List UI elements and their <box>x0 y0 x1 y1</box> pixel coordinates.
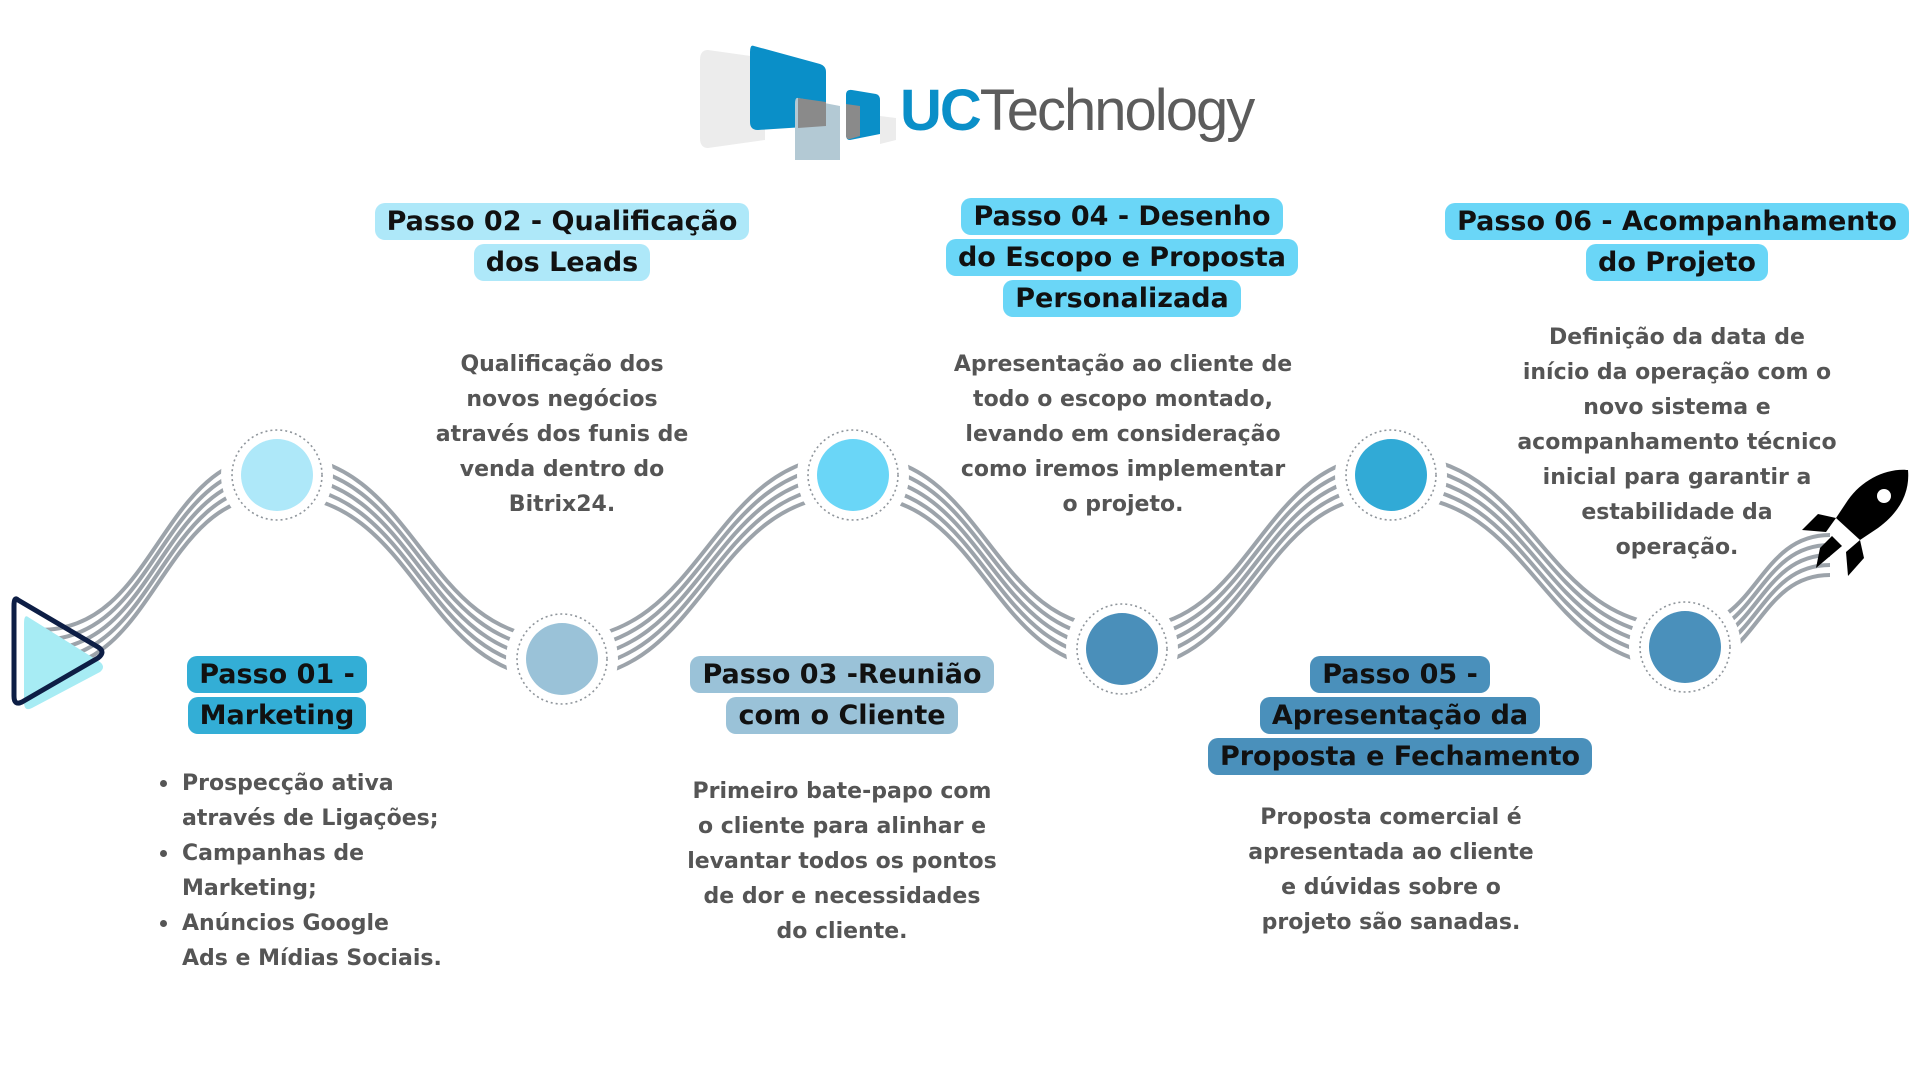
description-line: como iremos implementar <box>960 457 1286 482</box>
bullet-line: Marketing; <box>182 876 317 901</box>
step-2-title: Passo 02 - Qualificação dos Leads <box>362 201 762 283</box>
timeline-node <box>797 419 909 531</box>
step-5-title: Passo 05 - Apresentação da Proposta e Fe… <box>1180 654 1620 777</box>
step-3-title-line: com o Cliente <box>726 697 958 734</box>
description-line: estabilidade da <box>1581 500 1773 525</box>
description-line: o projeto. <box>1062 492 1184 517</box>
description-line: o cliente para alinhar e <box>697 814 987 839</box>
description-line: através dos funis de <box>435 422 689 447</box>
rocket-icon <box>1802 469 1909 576</box>
description-line: venda dentro do <box>459 457 665 482</box>
timeline-node <box>1066 593 1178 705</box>
description-line: acompanhamento técnico <box>1517 430 1837 455</box>
description-line: levando em consideração <box>965 422 1281 447</box>
step-4-title: Passo 04 - Desenho do Escopo e Proposta … <box>922 196 1322 319</box>
timeline-node <box>506 603 618 715</box>
description-line: inicial para garantir a <box>1542 465 1812 490</box>
description-line: novos negócios <box>466 387 658 412</box>
bullet-line: Campanhas de <box>182 841 365 866</box>
timeline-node <box>1335 419 1447 531</box>
timeline-node <box>1629 591 1741 703</box>
step-1-title: Passo 01 - Marketing <box>177 654 377 736</box>
description-line: novo sistema e <box>1583 395 1771 420</box>
description-line: Qualificação dos <box>460 352 664 377</box>
description-line: apresentada ao cliente <box>1248 840 1534 865</box>
step-3-title-line: Passo 03 -Reunião <box>690 656 994 693</box>
step-6-title-line: do Projeto <box>1586 244 1768 281</box>
description-line: Primeiro bate-papo com <box>692 779 992 804</box>
timeline-node <box>221 419 333 531</box>
step-5-title-line: Passo 05 - <box>1310 656 1490 693</box>
description-line: e dúvidas sobre o <box>1281 875 1501 900</box>
bullet-line: Prospecção ativa <box>182 771 394 796</box>
step-4-title-line: Personalizada <box>1003 280 1241 317</box>
bullet-item: Prospecção ativa através de Ligações; <box>160 766 442 836</box>
step-4-description: Apresentação ao cliente de todo o escopo … <box>943 347 1303 522</box>
bullet-line: através de Ligações; <box>182 806 439 831</box>
step-6-title-line: Passo 06 - Acompanhamento <box>1445 203 1909 240</box>
step-2-title-line: Passo 02 - Qualificação <box>374 203 750 240</box>
bullet-item: Campanhas de Marketing; <box>160 836 442 906</box>
description-line: Proposta comercial é <box>1260 805 1522 830</box>
step-1-title-line: Passo 01 - <box>187 656 367 693</box>
step-1-title-line: Marketing <box>187 697 367 734</box>
step-5-description: Proposta comercial é apresentada ao clien… <box>1231 800 1551 940</box>
description-line: início da operação com o <box>1522 360 1832 385</box>
logo-technology-text: Technology <box>979 78 1255 143</box>
step-6-description: Definição da data de início da operação c… <box>1497 320 1857 565</box>
step-3-title: Passo 03 -Reunião com o Cliente <box>672 654 1012 736</box>
logo-mark-icon <box>700 45 896 160</box>
description-line: de dor e necessidades <box>703 884 981 909</box>
wave-line <box>39 492 1831 682</box>
logo-uc-text: UC <box>900 78 982 143</box>
step-4-title-line: Passo 04 - Desenho <box>961 198 1283 235</box>
step-2-title-line: dos Leads <box>473 244 651 281</box>
description-line: operação. <box>1615 535 1739 560</box>
step-6-title: Passo 06 - Acompanhamento do Projeto <box>1427 201 1920 283</box>
description-line: Definição da data de <box>1549 325 1805 350</box>
description-line: todo o escopo montado, <box>973 387 1273 412</box>
bullet-line: Anúncios Google <box>182 911 389 936</box>
description-line: do cliente. <box>776 919 908 944</box>
uc-technology-logo: UCTechnology <box>700 40 1255 160</box>
bullet-line: Ads e Mídias Sociais. <box>182 946 442 971</box>
description-line: Bitrix24. <box>508 492 616 517</box>
description-line: levantar todos os pontos <box>687 849 997 874</box>
description-line: Apresentação ao cliente de <box>953 352 1293 377</box>
step-2-description: Qualificação dos novos negócios através do… <box>412 347 712 522</box>
step-3-description: Primeiro bate-papo com o cliente para ali… <box>672 774 1012 949</box>
step-1-bullets: Prospecção ativa através de Ligações; Cam… <box>160 766 442 976</box>
description-line: projeto são sanadas. <box>1261 910 1521 935</box>
play-icon <box>11 596 105 710</box>
step-5-title-line: Proposta e Fechamento <box>1207 738 1593 775</box>
step-4-title-line: do Escopo e Proposta <box>945 239 1299 276</box>
step-5-title-line: Apresentação da <box>1259 697 1541 734</box>
